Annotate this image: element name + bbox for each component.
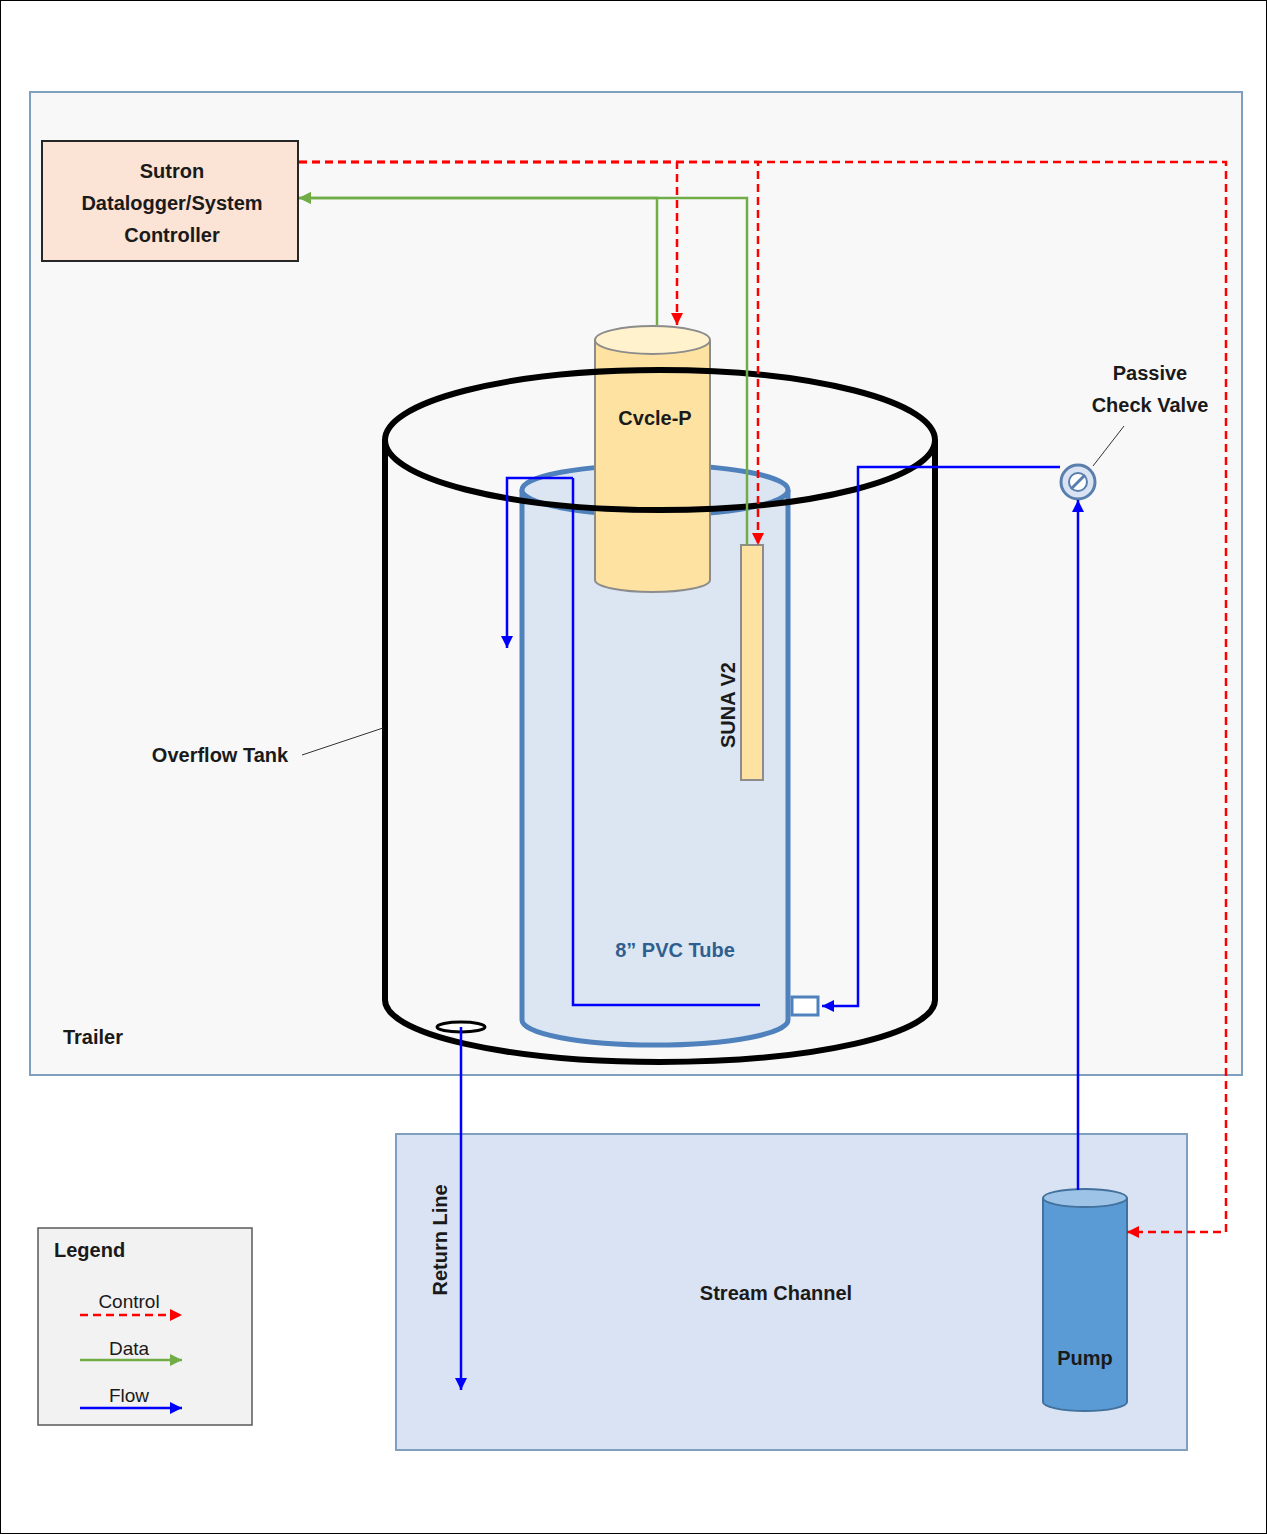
legend-samples <box>80 1315 182 1408</box>
legend-box <box>38 1228 252 1425</box>
inlet-fitting <box>792 997 818 1015</box>
node-label: SUNA V2 <box>712 662 744 748</box>
pump-top <box>1043 1189 1127 1207</box>
pump-body <box>1043 1198 1127 1411</box>
check-valve-slash <box>1071 475 1085 489</box>
tank-rim <box>385 370 935 510</box>
cycle-p-analyzer: Cvcle-P <box>595 325 710 592</box>
node-label: Sutron Datalogger/System Controller <box>52 155 292 251</box>
check-valve: Passive Check Valve <box>1060 464 1096 500</box>
flow-connector <box>1077 500 1080 1190</box>
node-label: Pump <box>1057 1342 1113 1374</box>
legend-heading: Legend <box>54 1239 125 1262</box>
legend-entry: Control <box>98 1291 159 1313</box>
flow-connector <box>822 467 1060 1006</box>
node-label: Passive Check Valve <box>1083 357 1218 421</box>
node-label: Trailer <box>63 1021 123 1053</box>
control-connector <box>299 162 677 325</box>
flow-connector <box>460 1027 463 1390</box>
legend-entry: Flow <box>109 1385 149 1407</box>
legend-sample <box>80 1314 182 1317</box>
trailer-area <box>30 92 1242 1075</box>
node-label: Overflow Tank <box>152 739 288 771</box>
check-valve-inner <box>1069 473 1087 491</box>
legend-sample <box>80 1407 182 1410</box>
overflow-tank: Cvcle-PSUNA V28” PVC TubeOverflow Tank <box>385 370 935 1065</box>
stream-channel-area <box>396 1134 1187 1450</box>
node-label: Stream Channel <box>700 1277 852 1309</box>
node-label: Cvcle-P <box>618 402 691 434</box>
data-connector <box>299 198 747 545</box>
control-connector <box>299 162 1226 1232</box>
cycle-p-top <box>595 326 710 354</box>
leader-line <box>1093 426 1124 466</box>
leader-line <box>302 728 383 755</box>
legend-entry: Data <box>109 1338 149 1360</box>
pump: Pump <box>1043 1190 1127 1410</box>
data-connector <box>299 198 657 325</box>
connector-label: Return Line <box>424 1184 456 1295</box>
suna-sensor: SUNA V2 <box>741 545 763 780</box>
control-connector <box>299 162 758 545</box>
suna-body <box>741 545 763 780</box>
flow-connector <box>507 478 573 648</box>
cycle-p-body <box>595 340 710 592</box>
legend-sample <box>80 1359 182 1362</box>
node-label: 8” PVC Tube <box>615 934 735 966</box>
pvc-tube: Cvcle-PSUNA V28” PVC Tube <box>522 465 822 1045</box>
controller-box: Sutron Datalogger/System Controller <box>41 140 299 262</box>
trailer-region: Sutron Datalogger/System ControllerPassi… <box>30 92 1242 1075</box>
stream-channel: Pump Stream Channel <box>396 1134 1187 1450</box>
check-valve-symbol <box>1061 465 1095 499</box>
